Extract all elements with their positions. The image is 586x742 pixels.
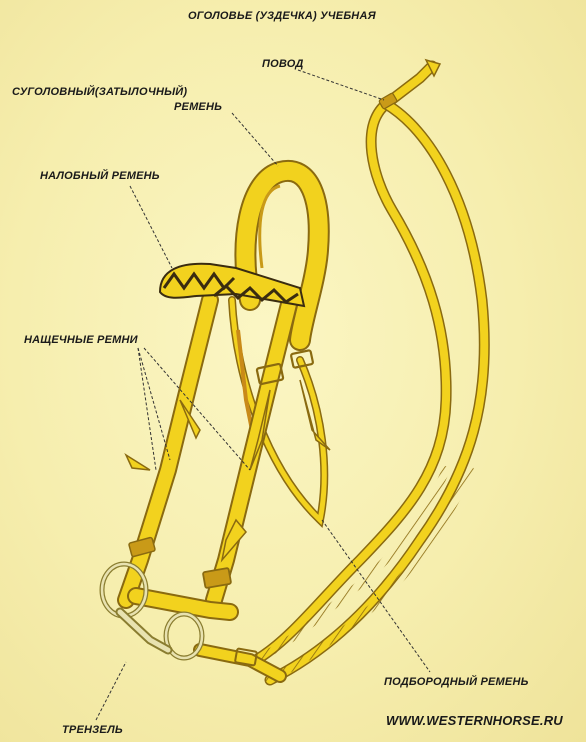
watermark: WWW.WESTERNHORSE.RU: [386, 714, 563, 727]
label-bit: ТРЕНЗЕЛЬ: [62, 724, 123, 737]
label-browband: НАЛОБНЫЙ РЕМЕНЬ: [40, 170, 160, 183]
label-cheek: НАЩЕЧНЫЕ РЕМНИ: [24, 334, 138, 347]
leader-crown: [232, 113, 278, 166]
leader-bit: [96, 662, 126, 720]
label-crown-line2: РЕМЕНЬ: [174, 101, 222, 114]
diagram-title: ОГОЛОВЬЕ (УЗДЕЧКА) УЧЕБНАЯ: [188, 10, 376, 23]
leader-browband: [130, 186, 172, 268]
leader-cheek-c: [138, 348, 156, 470]
label-rein: ПОВОД: [262, 58, 304, 71]
leader-rein: [298, 70, 384, 100]
label-crown-line1: СУГОЛОВНЫЙ(ЗАТЫЛОЧНЫЙ): [12, 86, 187, 99]
cheek-strap-left: [126, 300, 210, 600]
chin-strap: [136, 596, 280, 676]
label-chin: ПОДБОРОДНЫЙ РЕМЕНЬ: [384, 676, 529, 689]
leader-cheek-a: [138, 348, 170, 460]
